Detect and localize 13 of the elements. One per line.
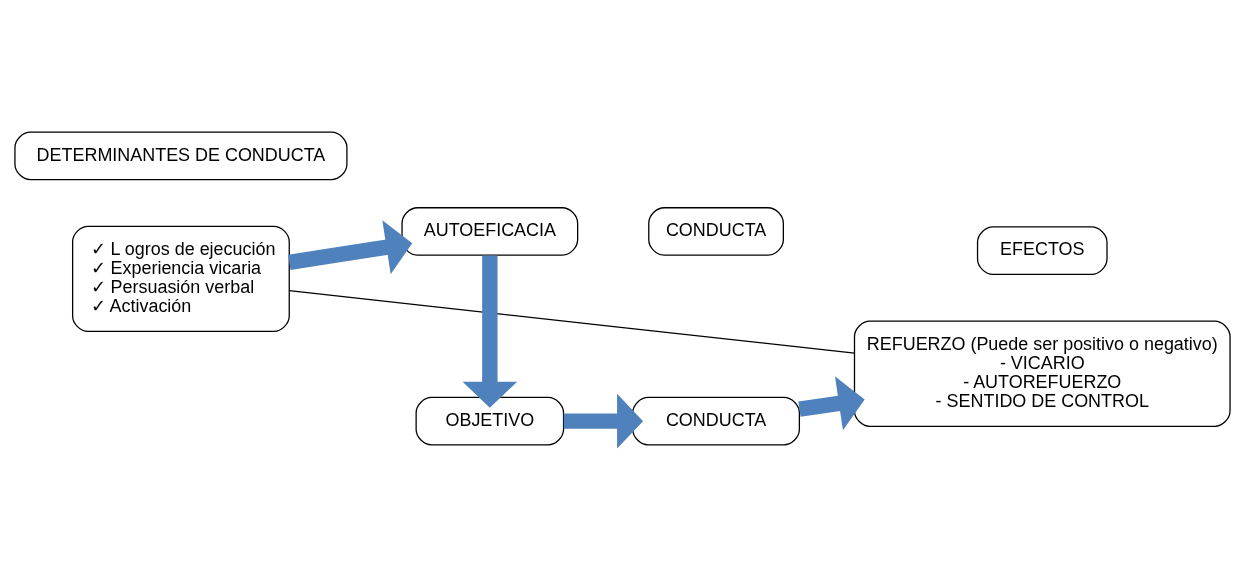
arrow [462, 254, 518, 408]
connector [288, 289, 856, 354]
arrow [563, 393, 644, 448]
node-box: EFECTOS [976, 225, 1108, 275]
arrow [288, 219, 413, 274]
node-box: CONDUCTA [648, 206, 784, 256]
node-box: ✓ L ogros de ejecución ✓ Experiencia vicaria ✓ Persuasión verbal ✓ Activación [72, 225, 290, 332]
node-box: CONDUCTA [632, 396, 800, 445]
node-box: REFUERZO (Puede ser positivo o negativo) - VICARIO - AUTOREFUERZO - SENTIDO DE CONTROL [853, 320, 1231, 427]
node-box: OBJETIVO [415, 396, 565, 445]
arrow [798, 375, 865, 430]
node-box: AUTOEFICACIA [401, 206, 579, 256]
node-box: DETERMINANTES DE CONDUCTA [14, 131, 348, 180]
